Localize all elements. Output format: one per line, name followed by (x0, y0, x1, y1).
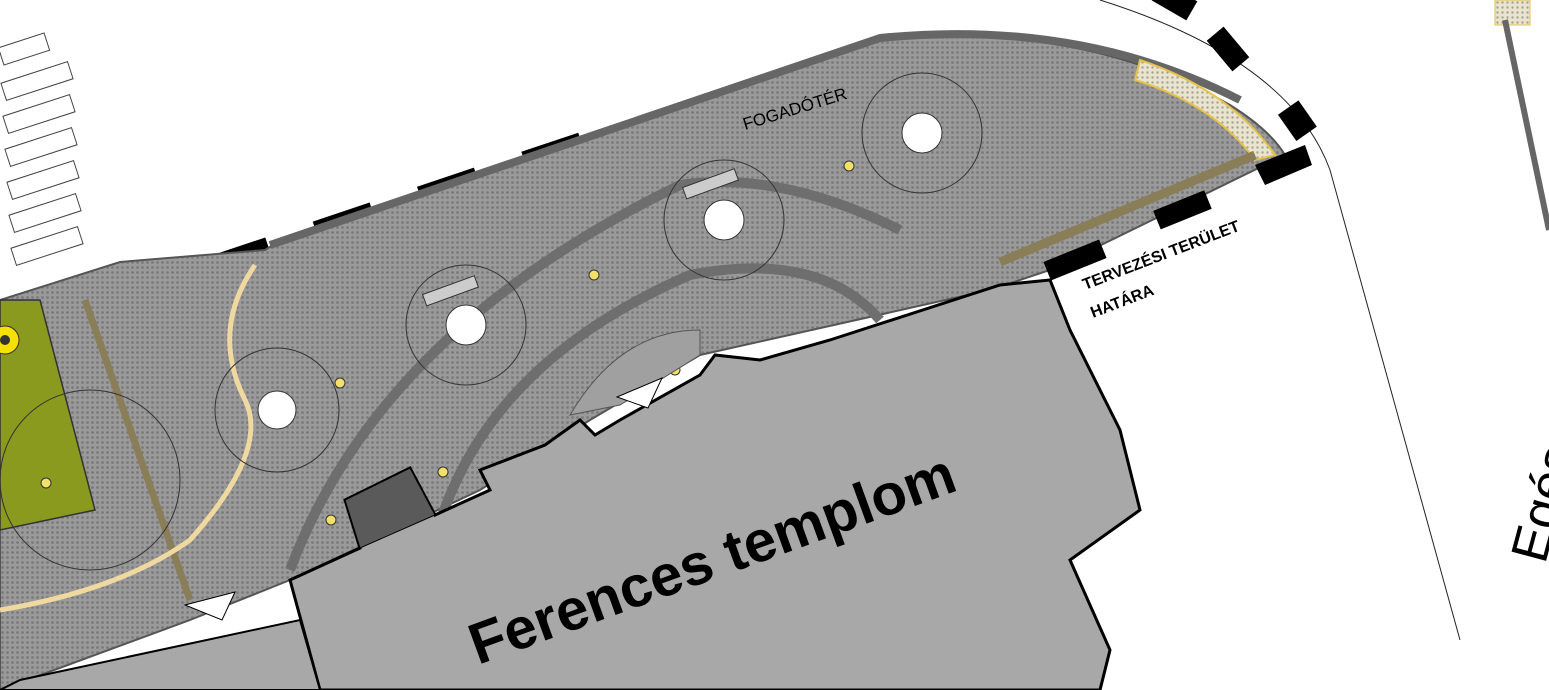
plaza-curb (268, 30, 1242, 249)
tree (861, 72, 983, 194)
bench-strip (998, 150, 1257, 267)
trees (0, 72, 983, 571)
church-apron (569, 329, 701, 416)
sand-strip (1133, 58, 1277, 162)
tree (663, 159, 785, 281)
tree (405, 264, 527, 386)
curb-line (1099, 0, 1461, 641)
curved-paths (285, 177, 903, 572)
entrance (344, 467, 436, 549)
tree (214, 347, 340, 473)
entry-triangle (615, 377, 664, 409)
yellow-edge-path (0, 263, 258, 613)
crosswalk (0, 32, 84, 267)
bench (681, 168, 740, 200)
bench (421, 275, 480, 307)
entry-triangle (183, 591, 236, 621)
lawn (0, 299, 96, 531)
